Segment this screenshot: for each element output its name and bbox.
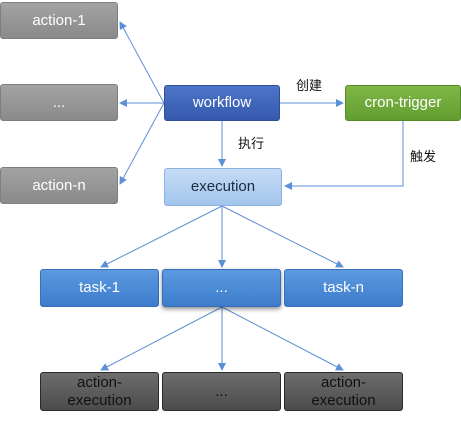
task-dots-node: ... [162,269,281,307]
arrow-task-to-action-execution-1 [100,306,223,371]
action-1-node: action-1 [0,2,118,39]
task-1-node: task-1 [40,269,159,307]
workflow-node: workflow [164,85,280,121]
arrow-execution-to-task-n [221,205,344,268]
action-dots-node: ... [0,84,118,121]
action-execution-n-node: action- execution [284,372,403,411]
arrow-execution-to-task-1 [100,205,223,268]
edge-label-execute: 执行 [238,137,265,152]
action-n-node: action-n [0,167,118,204]
edge-label-create: 创建 [296,79,323,94]
arrow-cron-trigger-to-execution [284,121,404,190]
arrow-workflow-to-action-1 [119,21,165,104]
task-n-node: task-n [284,269,403,307]
arrow-task-to-action-execution-n [221,306,344,371]
action-execution-1-node: action- execution [40,372,159,411]
execution-node: execution [164,168,282,206]
cron-trigger-node: cron-trigger [345,85,461,121]
arrow-workflow-to-action-n [119,102,165,185]
edge-label-trigger: 触发 [410,150,437,165]
action-execution-dots-node: ... [162,372,281,411]
